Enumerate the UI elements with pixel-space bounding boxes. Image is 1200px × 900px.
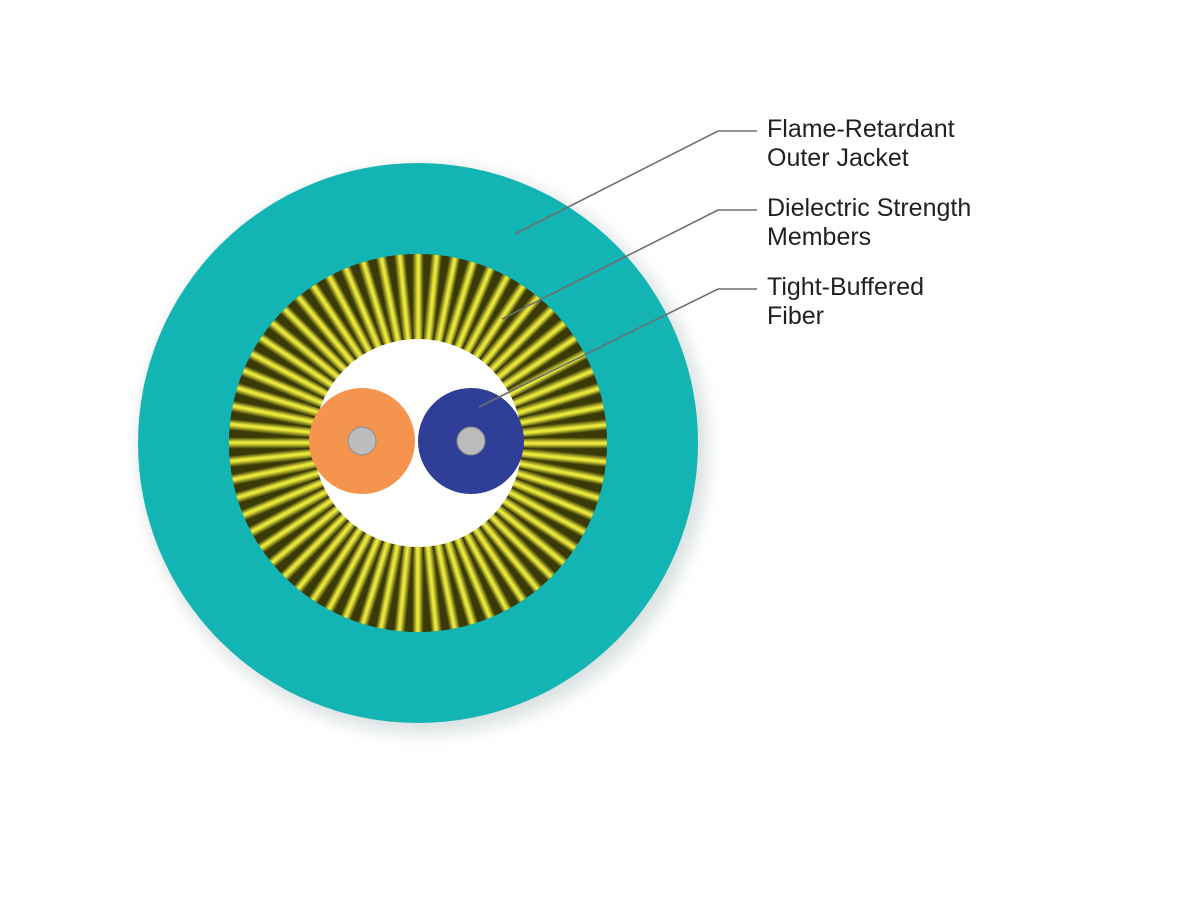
strength-strand bbox=[350, 254, 393, 349]
strength-strand bbox=[285, 285, 358, 369]
label-tight-buffered-fiber-line1: Tight-Buffered bbox=[767, 273, 924, 301]
strength-strand bbox=[461, 266, 520, 357]
strength-strand bbox=[478, 517, 551, 601]
strength-strand bbox=[508, 358, 603, 409]
strength-strand bbox=[515, 458, 607, 493]
strength-strand bbox=[285, 517, 358, 601]
strength-strand bbox=[233, 477, 328, 528]
strength-strand bbox=[233, 358, 328, 409]
strength-strand bbox=[272, 511, 350, 589]
strength-strand bbox=[406, 254, 430, 344]
strength-strand bbox=[249, 325, 337, 391]
strength-strand bbox=[272, 297, 350, 375]
fiber-right bbox=[418, 388, 524, 494]
strength-strand bbox=[461, 529, 520, 620]
fiber-right-core bbox=[456, 426, 486, 456]
strength-strand bbox=[249, 495, 337, 561]
strength-strand bbox=[512, 468, 607, 511]
label-strength-members-line1: Dielectric Strength bbox=[767, 194, 971, 222]
strength-strand bbox=[350, 537, 393, 632]
strength-strand bbox=[517, 431, 607, 455]
strength-members bbox=[229, 254, 607, 632]
strength-strand bbox=[517, 412, 607, 437]
label-strength-members: Dielectric Strength Members bbox=[767, 194, 971, 251]
strength-strand bbox=[504, 486, 595, 545]
strength-strand bbox=[333, 533, 384, 628]
strength-strand bbox=[486, 297, 564, 375]
strength-strand bbox=[492, 310, 576, 383]
strength-strand bbox=[433, 254, 468, 346]
strength-strand bbox=[406, 542, 430, 632]
strength-strand bbox=[241, 486, 332, 545]
strength-strand bbox=[300, 524, 366, 612]
strength-strand bbox=[368, 540, 403, 632]
label-outer-jacket-line1: Flame-Retardant bbox=[767, 115, 955, 143]
strength-strand bbox=[508, 477, 603, 528]
strength-strand bbox=[452, 533, 503, 628]
strength-strand bbox=[229, 431, 319, 455]
strength-strand bbox=[229, 375, 324, 418]
strength-strand bbox=[452, 258, 503, 353]
leader-line-tight-buffered-fiber bbox=[478, 288, 757, 408]
strength-strand bbox=[316, 529, 375, 620]
strength-strand bbox=[300, 274, 366, 362]
strength-strand bbox=[229, 468, 324, 511]
leader-line-strength-members bbox=[501, 209, 757, 320]
label-outer-jacket: Flame-Retardant Outer Jacket bbox=[767, 115, 955, 172]
strength-strand bbox=[470, 524, 536, 612]
strength-strand bbox=[492, 503, 576, 576]
strength-strand bbox=[499, 495, 587, 561]
strength-strand bbox=[443, 254, 486, 349]
label-outer-jacket-line2: Outer Jacket bbox=[767, 144, 909, 172]
label-tight-buffered-fiber: Tight-Buffered Fiber bbox=[767, 273, 924, 330]
strength-strand bbox=[333, 258, 384, 353]
strength-strand bbox=[229, 449, 319, 474]
strength-strand bbox=[478, 285, 551, 369]
leader-line-outer-jacket bbox=[514, 130, 757, 235]
strength-strands bbox=[229, 254, 607, 632]
strength-strand bbox=[504, 341, 595, 400]
strength-strand bbox=[241, 341, 332, 400]
strength-strand bbox=[443, 537, 486, 632]
fiber-left bbox=[309, 388, 415, 494]
strength-strand bbox=[424, 542, 449, 632]
fiber-left-core bbox=[347, 426, 377, 456]
label-strength-members-line2: Members bbox=[767, 223, 871, 251]
strength-strand bbox=[229, 393, 321, 428]
strength-strand bbox=[512, 375, 607, 418]
strength-strand bbox=[260, 310, 344, 383]
strength-strand bbox=[387, 254, 412, 344]
strength-strand bbox=[486, 511, 564, 589]
strength-strand bbox=[260, 503, 344, 576]
label-tight-buffered-fiber-line2: Fiber bbox=[767, 302, 824, 330]
strength-strand bbox=[316, 266, 375, 357]
strength-strand bbox=[499, 325, 587, 391]
